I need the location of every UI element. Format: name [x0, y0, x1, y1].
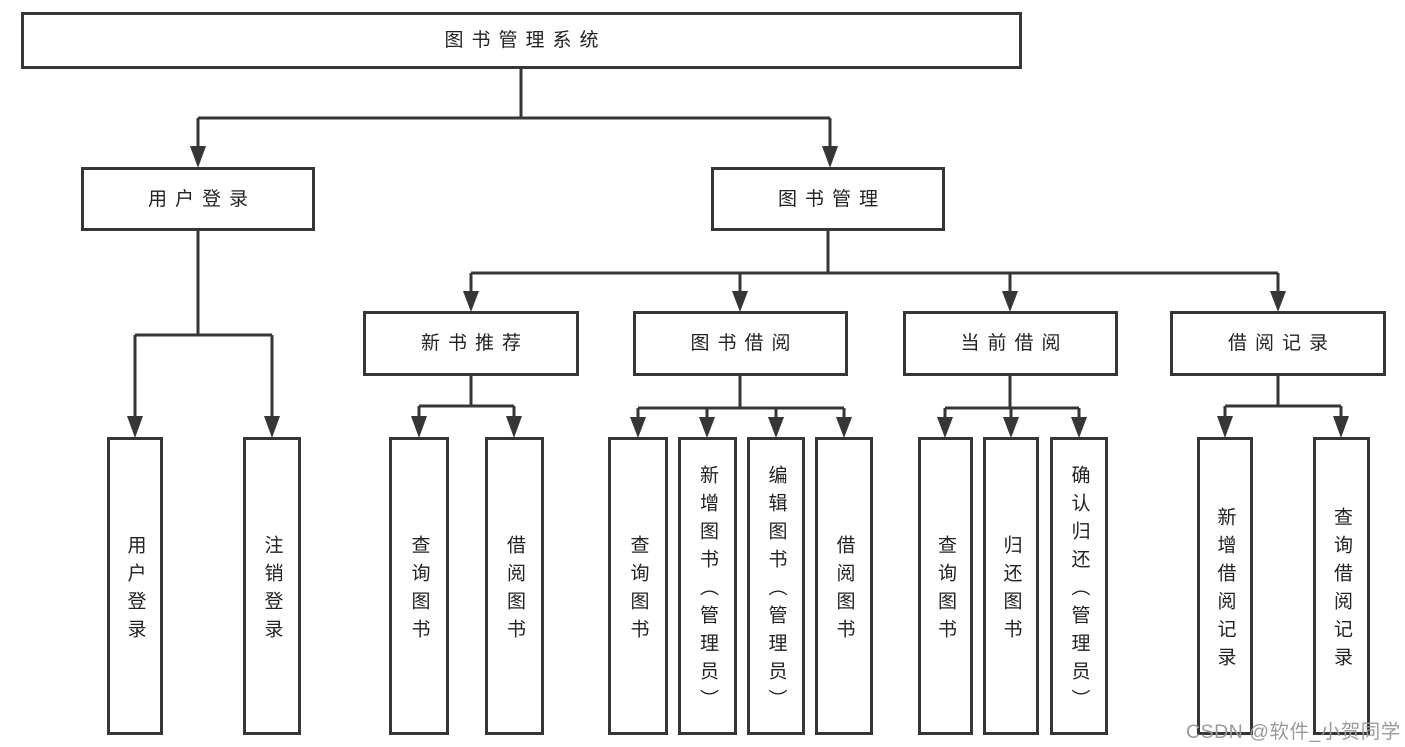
node-label: 借阅图书	[504, 534, 525, 647]
node-user-login: 用户登录	[81, 167, 315, 231]
node-query-borrow-record-leaf: 查询借阅记录	[1313, 437, 1370, 735]
node-label: 当前借阅	[960, 333, 1069, 354]
node-add-borrow-record-leaf: 新增借阅记录	[1197, 437, 1253, 735]
node-confirm-return-admin-leaf: 确认归还（管理员）	[1050, 437, 1108, 735]
node-borrow-books-leaf-recommend: 借阅图书	[485, 437, 544, 735]
node-label: 归还图书	[1000, 534, 1022, 647]
node-label: 新增借阅记录	[1214, 506, 1236, 675]
connector-new-book-recommend-children	[411, 376, 522, 438]
node-label: 图书管理	[777, 188, 886, 210]
node-label: 借阅记录	[1227, 333, 1336, 354]
node-query-books-leaf-current: 查询图书	[918, 437, 973, 735]
node-logout-leaf: 注销登录	[243, 437, 301, 735]
node-label: 借阅图书	[833, 534, 855, 647]
connector-current-borrow-children	[937, 376, 1087, 438]
node-new-book-recommend: 新书推荐	[363, 311, 579, 376]
node-library-system: 图书管理系统	[21, 12, 1022, 69]
node-book-management: 图书管理	[711, 167, 945, 231]
node-current-borrow: 当前借阅	[903, 311, 1118, 376]
node-return-books-leaf: 归还图书	[983, 437, 1039, 735]
node-label: 注销登录	[261, 534, 283, 647]
node-label: 确认归还（管理员）	[1068, 464, 1090, 717]
node-label: 图书管理系统	[444, 30, 607, 51]
node-label: 用户登录	[147, 188, 256, 210]
node-edit-books-admin-leaf: 编辑图书（管理员）	[747, 437, 805, 735]
node-query-books-leaf-borrow: 查询图书	[608, 437, 668, 735]
node-user-login-leaf: 用户登录	[107, 437, 163, 735]
node-label: 图书借阅	[690, 333, 799, 354]
connector-book-management-children	[463, 231, 1286, 312]
node-label: 编辑图书（管理员）	[765, 464, 787, 717]
connector-root-to-level1	[190, 69, 838, 168]
node-borrow-records: 借阅记录	[1170, 311, 1386, 376]
node-label: 查询借阅记录	[1331, 506, 1352, 675]
node-label: 查询图书	[408, 534, 430, 647]
node-label: 新书推荐	[420, 333, 529, 354]
node-borrow-books-leaf-borrow: 借阅图书	[815, 437, 873, 735]
node-query-books-leaf-recommend: 查询图书	[389, 437, 449, 735]
node-label: 查询图书	[627, 534, 649, 647]
node-label: 查询图书	[935, 534, 956, 647]
connector-user-login-children	[127, 231, 280, 438]
node-label: 新增图书（管理员）	[697, 464, 718, 717]
watermark-text: CSDN @软件_小贺同学	[1186, 721, 1401, 743]
connector-borrow-records-children	[1217, 376, 1349, 438]
node-add-books-admin-leaf: 新增图书（管理员）	[678, 437, 737, 735]
node-label: 用户登录	[124, 534, 146, 647]
node-book-borrow: 图书借阅	[633, 311, 848, 376]
connector-book-borrow-children	[630, 376, 852, 438]
